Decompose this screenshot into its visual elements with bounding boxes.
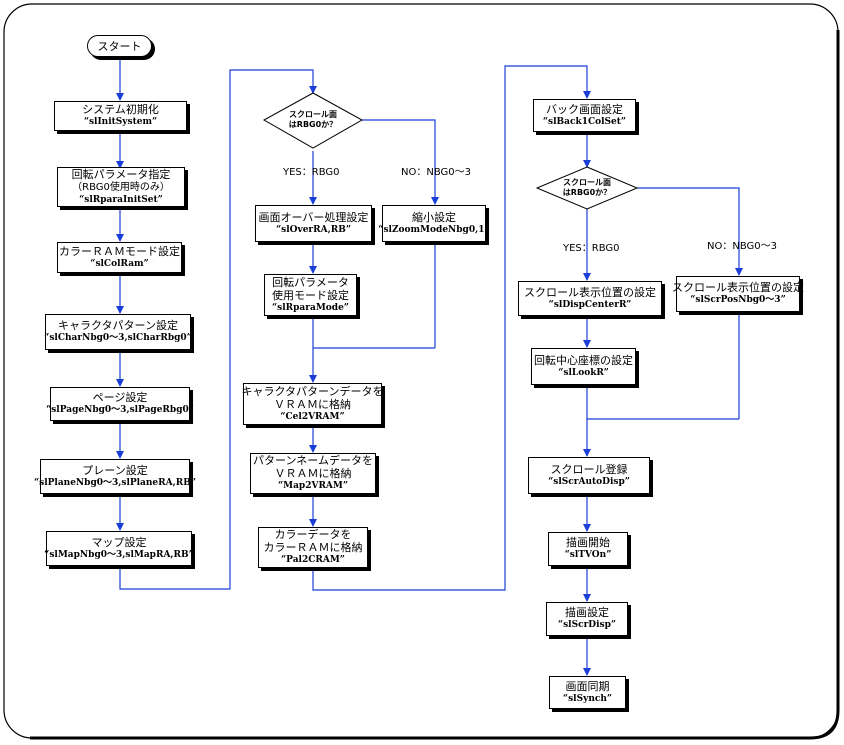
box-function: “slLookR” <box>558 367 609 378</box>
back-screen-box: バック画面設定 “slBack1ColSet” <box>533 99 636 132</box>
screen-sync-box: 画面同期 “slSynch” <box>549 676 626 709</box>
box-title: スクロール登録 <box>550 462 628 476</box>
decision-text-col3: スクロール面 はRBG0か？ <box>556 178 618 198</box>
zoom-setting-box: 縮小設定 “slZoomModeNbg0,1” <box>378 205 490 242</box>
page-setting-box: ページ設定 “slPageNbg0〜3,slPageRbg0” <box>46 387 194 421</box>
box-title: キャラクタパターンデータを <box>241 384 384 398</box>
decision-text-col2: スクロール面 はRBG0か？ <box>282 110 344 130</box>
box-title: 画面同期 <box>565 679 610 693</box>
box-title: システム初期化 <box>82 103 159 116</box>
box-function: “slRparaInitSet” <box>79 194 163 205</box>
box-function: “slTVOn” <box>564 550 612 560</box>
box-title: カラーデータを <box>274 528 352 541</box>
rotation-center-box: 回転中心座標の設定 “slLookR” <box>531 348 636 385</box>
box-title: カラーＲＡＭモード設定 <box>59 244 180 258</box>
decision-line1: スクロール面 <box>289 110 337 119</box>
box-subtitle: ＶＲＡＭに格納 <box>274 467 352 480</box>
decision-diamond-col2 <box>262 92 364 149</box>
box-title: プレーン設定 <box>82 463 148 477</box>
box-function: “slScrPosNbg0〜3” <box>690 295 786 305</box>
box-title: 縮小設定 <box>412 210 456 224</box>
scroll-position-box: スクロール表示位置の設定 “slScrPosNbg0〜3” <box>672 276 804 312</box>
box-function: “slPageNbg0〜3,slPageRbg0” <box>46 405 194 415</box>
box-function: “slBack1ColSet” <box>542 116 627 127</box>
box-subtitle: 使用モード設定 <box>272 288 349 302</box>
rotation-param-box: 回転パラメータ指定 （RBG0使用時のみ） “slRparaInitSet” <box>57 167 185 207</box>
box-title: スクロール表示位置の設定 <box>524 285 656 299</box>
scroll-register-box: スクロール登録 “slScrAutoDisp” <box>528 457 650 494</box>
no-label-col2: NO：NBG0〜3 <box>401 167 471 178</box>
box-title: 画面オーバー処理設定 <box>258 210 369 224</box>
box-title: ページ設定 <box>92 391 148 404</box>
box-function: “slScrDisp” <box>557 620 617 630</box>
box-title: 描画開始 <box>566 536 610 549</box>
box-title: キャラクタパターン設定 <box>57 319 178 332</box>
plane-setting-box: プレーン設定 “slPlaneNbg0〜3,slPlaneRA,RB” <box>34 459 196 494</box>
box-function: “Map2VRAM” <box>277 481 349 491</box>
box-function: “slPlaneNbg0〜3,slPlaneRA,RB” <box>33 477 197 488</box>
box-title: パターンネームデータを <box>253 454 373 467</box>
draw-setting-box: 描画設定 “slScrDisp” <box>546 602 628 636</box>
box-function: “Pal2CRAM” <box>281 555 345 565</box>
box-subtitle: ＶＲＡＭに格納 <box>274 397 351 411</box>
draw-start-box: 描画開始 “slTVOn” <box>548 532 628 566</box>
box-subtitle: （RBG0使用時のみ） <box>72 181 170 193</box>
box-function: “slDispCenterR” <box>548 299 632 310</box>
box-subtitle: カラーＲＡＭに格納 <box>263 541 363 554</box>
rotation-mode-box: 回転パラメータ 使用モード設定 “slRparaMode” <box>264 274 357 316</box>
decision-line2: はRBG0か？ <box>562 188 612 197</box>
box-function: “slRparaMode” <box>271 302 349 313</box>
yes-label-col2: YES：RBG0 <box>283 167 340 178</box>
cel-to-vram-box: キャラクタパターンデータを ＶＲＡＭに格納 “Cel2VRAM” <box>241 383 384 425</box>
map-setting-box: マップ設定 “slMapNbg0〜3,slMapRA,RB” <box>44 531 194 566</box>
start-terminal: スタート <box>87 35 152 57</box>
init-system-box: システム初期化 “slInitSystem” <box>54 101 187 131</box>
map-to-vram-box: パターンネームデータを ＶＲＡＭに格納 “Map2VRAM” <box>250 453 376 494</box>
screen-over-box: 画面オーバー処理設定 “slOverRA,RB” <box>255 205 372 242</box>
box-function: “slColRam” <box>90 258 149 269</box>
box-function: “slScrAutoDisp” <box>548 476 630 487</box>
yes-label-col3: YES：RBG0 <box>563 243 620 254</box>
box-title: スクロール表示位置の設定 <box>672 281 804 294</box>
character-pattern-box: キャラクタパターン設定 “slCharNbg0〜3,slCharRbg0” <box>44 314 192 350</box>
box-title: マップ設定 <box>91 535 147 549</box>
box-function: “slZoomModeNbg0,1” <box>378 224 490 235</box>
box-title: 回転パラメータ <box>272 275 349 289</box>
decision-line1: スクロール面 <box>563 178 611 187</box>
no-label-col3: NO：NBG0〜3 <box>707 241 777 252</box>
decision-diamond-col3 <box>535 166 639 210</box>
box-title: 描画設定 <box>565 606 609 619</box>
color-ram-mode-box: カラーＲＡＭモード設定 “slColRam” <box>57 242 182 273</box>
box-function: “Cel2VRAM” <box>280 411 345 422</box>
box-function: “slSynch” <box>562 693 613 704</box>
box-title: 回転パラメータ指定 <box>71 167 171 181</box>
disp-center-box: スクロール表示位置の設定 “slDispCenterR” <box>518 281 662 316</box>
box-function: “slInitSystem” <box>83 117 158 127</box>
box-title: 回転中心座標の設定 <box>534 353 633 367</box>
decision-line2: はRBG0か？ <box>288 120 338 129</box>
box-title: バック画面設定 <box>546 102 623 116</box>
box-function: “slOverRA,RB” <box>275 224 352 235</box>
box-function: “slMapNbg0〜3,slMapRA,RB” <box>44 549 194 560</box>
pal-to-cram-box: カラーデータを カラーＲＡＭに格納 “Pal2CRAM” <box>258 527 368 568</box>
box-function: “slCharNbg0〜3,slCharRbg0” <box>44 333 192 343</box>
